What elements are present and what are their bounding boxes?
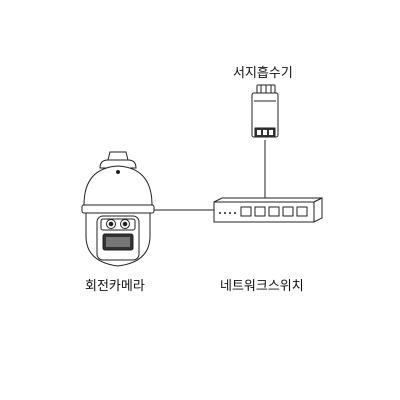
ptz-dome-camera-icon [81,151,155,267]
camera-label: 회전카메라 [85,279,145,294]
network-switch-label: 네트워크스위치 [220,279,304,294]
switch-led-dots [219,212,236,214]
connections [152,140,266,211]
surge-protector-label: 서지흡수기 [233,66,293,81]
surge-protector-icon [251,84,279,138]
switch-ports [240,206,308,217]
network-switch-icon [213,197,323,223]
